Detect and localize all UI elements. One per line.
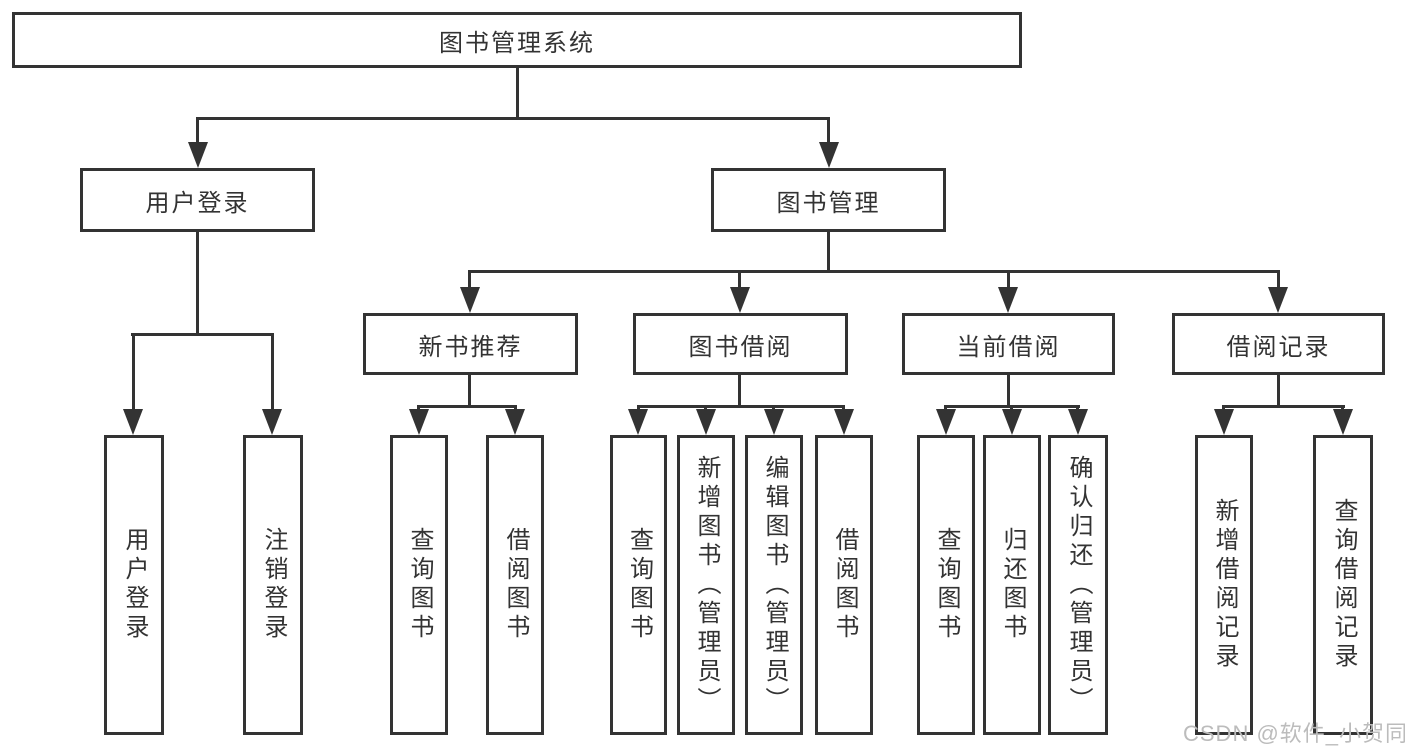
node-leaf-bb-borrow-label: 借阅图书 [831, 527, 858, 643]
connector-nb-hline [417, 405, 517, 408]
arrowhead-br-query-icon [1333, 409, 1353, 435]
csdn-watermark: CSDN @软件_小贺同学 [1183, 721, 1405, 746]
arrowhead-bb-add-icon [696, 409, 716, 435]
node-leaf-bb-edit: 编辑图书（管理员） [745, 435, 803, 735]
connector-cb-down [1007, 375, 1010, 407]
node-root-label: 图书管理系统 [439, 29, 595, 57]
node-leaf-logout-label: 注销登录 [260, 527, 287, 643]
connector-borrowrecords-stem [1277, 270, 1280, 289]
node-borrow-records-label: 借阅记录 [1226, 333, 1331, 361]
connector-br-hline [1222, 405, 1345, 408]
node-leaf-bb-add-label: 新增图书（管理员） [693, 454, 720, 716]
node-leaf-cb-query-label: 查询图书 [933, 527, 960, 643]
arrowhead-cb-confirm-icon [1068, 409, 1088, 435]
node-leaf-bb-query-label: 查询图书 [625, 527, 653, 643]
connector-userlogin-down [196, 232, 199, 335]
arrowhead-nb-borrow-icon [505, 409, 525, 435]
node-leaf-nb-query: 查询图书 [390, 435, 448, 735]
connector-br-down [1277, 375, 1280, 407]
node-leaf-cb-confirm-label: 确认归还（管理员） [1065, 454, 1092, 716]
node-leaf-user-login: 用户登录 [104, 435, 164, 735]
node-leaf-br-add-label: 新增借阅记录 [1211, 498, 1238, 672]
arrowhead-userlogin-icon [188, 142, 208, 168]
node-book-mgmt: 图书管理 [711, 168, 946, 232]
node-root: 图书管理系统 [12, 12, 1022, 68]
node-leaf-cb-return-label: 归还图书 [999, 527, 1026, 643]
node-current-borrow-label: 当前借阅 [956, 333, 1061, 361]
node-book-borrow-label: 图书借阅 [688, 333, 793, 361]
node-leaf-bb-edit-label: 编辑图书（管理员） [761, 454, 788, 716]
node-user-login: 用户登录 [80, 168, 315, 232]
node-borrow-records: 借阅记录 [1172, 313, 1385, 375]
arrowhead-bb-borrow-icon [834, 409, 854, 435]
node-leaf-bb-add: 新增图书（管理员） [677, 435, 735, 735]
node-leaf-cb-confirm: 确认归还（管理员） [1048, 435, 1108, 735]
node-leaf-nb-borrow-label: 借阅图书 [502, 527, 529, 643]
arrowhead-cb-query-icon [936, 409, 956, 435]
node-current-borrow: 当前借阅 [902, 313, 1115, 375]
arrowhead-currentborrow-icon [998, 287, 1018, 313]
arrowhead-ul-login-icon [123, 409, 143, 435]
connector-newbookrec-stem [468, 270, 471, 289]
node-leaf-br-query: 查询借阅记录 [1313, 435, 1373, 735]
arrowhead-bb-edit-icon [764, 409, 784, 435]
connector-level1-hline [196, 117, 830, 120]
arrowhead-br-add-icon [1214, 409, 1234, 435]
arrowhead-newbookrec-icon [460, 287, 480, 313]
arrowhead-ul-logout-icon [262, 409, 282, 435]
node-leaf-cb-return: 归还图书 [983, 435, 1041, 735]
connector-bb-down [738, 375, 741, 407]
node-leaf-br-query-label: 查询借阅记录 [1330, 498, 1357, 672]
connector-bb-hline [637, 405, 845, 408]
node-leaf-bb-borrow: 借阅图书 [815, 435, 873, 735]
node-leaf-cb-query: 查询图书 [917, 435, 975, 735]
node-user-login-label: 用户登录 [145, 189, 250, 217]
node-leaf-user-login-label: 用户登录 [121, 527, 148, 643]
node-new-book-rec: 新书推荐 [363, 313, 578, 375]
node-book-borrow: 图书借阅 [633, 313, 848, 375]
connector-ul-logout-stem [271, 333, 274, 411]
arrowhead-nb-query-icon [409, 409, 429, 435]
arrowhead-bookborrow-icon [730, 287, 750, 313]
connector-level3-hline [468, 270, 1280, 273]
connector-bookborrow-stem [738, 270, 741, 289]
arrowhead-borrowrecords-icon [1268, 287, 1288, 313]
node-book-mgmt-label: 图书管理 [776, 189, 881, 217]
node-leaf-br-add: 新增借阅记录 [1195, 435, 1253, 735]
connector-bookmgmt-stem [827, 117, 830, 145]
arrowhead-bb-query-icon [628, 409, 648, 435]
connector-userlogin-hline [131, 333, 274, 336]
connector-root-stem [516, 68, 519, 120]
node-leaf-nb-query-label: 查询图书 [406, 527, 433, 643]
connector-nb-down [468, 375, 471, 407]
connector-ul-login-stem [132, 333, 135, 411]
arrowhead-bookmgmt-icon [819, 142, 839, 168]
connector-bookmgmt-down [827, 232, 830, 272]
connector-userlogin-stem [196, 117, 199, 145]
node-leaf-bb-query: 查询图书 [610, 435, 667, 735]
node-leaf-nb-borrow: 借阅图书 [486, 435, 544, 735]
connector-currentborrow-stem [1007, 270, 1010, 289]
arrowhead-cb-return-icon [1002, 409, 1022, 435]
node-leaf-logout: 注销登录 [243, 435, 303, 735]
node-new-book-rec-label: 新书推荐 [418, 333, 523, 361]
